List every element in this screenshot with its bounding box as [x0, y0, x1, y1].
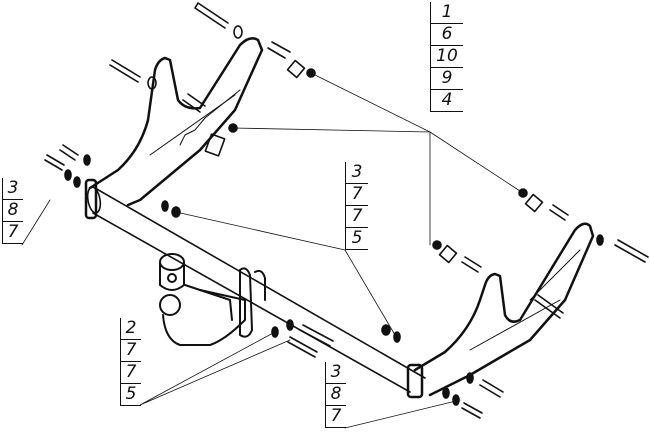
callout-bottom: 3 8 7: [325, 362, 346, 428]
callout-item: 2: [121, 318, 141, 340]
callout-middle: 3 7 7 5: [345, 162, 368, 250]
callout-item: 3: [3, 178, 23, 200]
callout-item: 7: [3, 222, 23, 244]
callout-item: 7: [326, 406, 346, 428]
callout-item: 4: [431, 90, 463, 112]
callout-item: 3: [326, 362, 346, 384]
callout-item: 5: [346, 228, 368, 250]
callout-item: 3: [346, 162, 368, 184]
callout-bottom-left: 2 7 7 5: [120, 318, 141, 406]
callout-item: 9: [431, 68, 463, 90]
callout-item: 7: [121, 362, 141, 384]
callout-item: 7: [346, 206, 368, 228]
callout-item: 8: [326, 384, 346, 406]
callout-item: 7: [121, 340, 141, 362]
right-mounting-bracket: [413, 222, 595, 397]
callout-item: 5: [121, 384, 141, 406]
callout-item: 7: [346, 184, 368, 206]
callout-item: 8: [3, 200, 23, 222]
callout-item: 6: [431, 24, 463, 46]
tow-ball-assembly: [159, 253, 266, 346]
leader-lines: [21, 72, 524, 429]
callout-item: 1: [431, 2, 463, 24]
callout-top-right: 1 6 10 9 4: [430, 2, 463, 112]
callout-item: 10: [431, 46, 463, 68]
fasteners: [44, 2, 649, 419]
left-mounting-bracket: [88, 37, 264, 207]
callout-left: 3 8 7: [2, 178, 23, 244]
